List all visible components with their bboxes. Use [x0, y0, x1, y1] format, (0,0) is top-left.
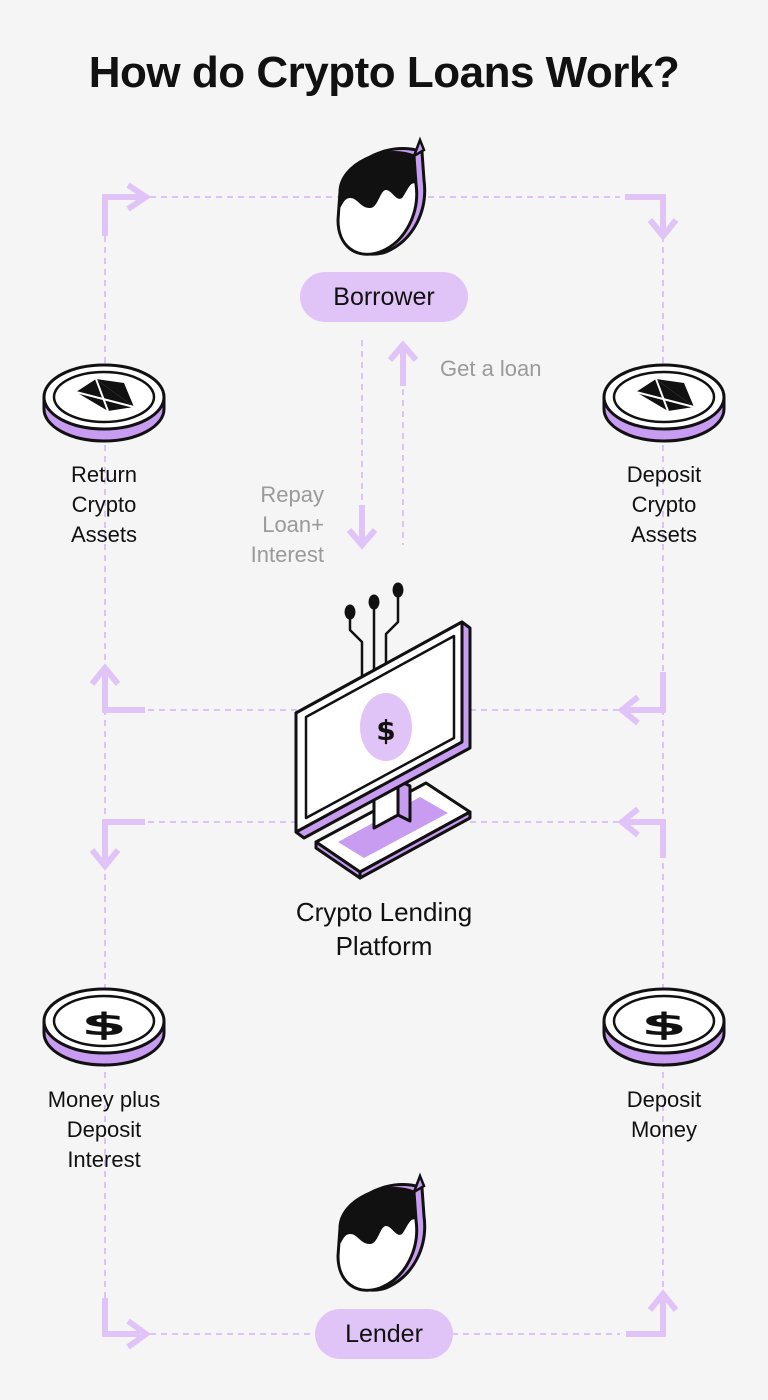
lender-pill: Lender	[315, 1309, 453, 1359]
lender-head-icon	[336, 1174, 427, 1292]
dollar-coin-icon-right	[602, 987, 726, 1067]
arrow-bottom-right	[626, 1289, 679, 1337]
page-title: How do Crypto Loans Work?	[88, 48, 680, 97]
return-crypto-label: Return Crypto Assets	[70, 462, 138, 547]
deposit-crypto-label: Deposit Crypto Assets	[626, 462, 702, 547]
platform-label: Crypto Lending Platform	[295, 897, 473, 961]
borrower-head-icon	[336, 138, 427, 256]
arrow-mid-right-left	[617, 672, 666, 726]
arrow-top-left	[102, 182, 152, 236]
arrow-mid-right-up	[617, 806, 666, 858]
arrow-mid-left-down	[89, 819, 145, 871]
arrow-top-right	[625, 194, 679, 241]
ethereum-coin-icon-right	[602, 363, 726, 443]
flow-lines	[104, 196, 664, 1335]
arrow-get-loan-up	[387, 340, 419, 386]
arrow-repay-down	[346, 505, 378, 550]
ethereum-coin-icon-left	[42, 363, 166, 443]
borrower-pill: Borrower	[300, 272, 468, 322]
svg-text:$: $	[376, 714, 395, 747]
flow-arrows	[89, 182, 679, 1350]
computer-monitor-icon: $	[294, 582, 472, 880]
arrow-mid-left-up	[89, 663, 145, 713]
money-plus-interest-label: Money plus Deposit Interest	[47, 1087, 161, 1172]
dollar-coin-icon-left	[42, 987, 166, 1067]
repay-label: Repay Loan+ Interest	[250, 482, 324, 567]
get-loan-label: Get a loan	[440, 356, 542, 381]
deposit-money-label: Deposit Money	[626, 1087, 702, 1142]
arrow-bottom-left	[102, 1298, 152, 1350]
